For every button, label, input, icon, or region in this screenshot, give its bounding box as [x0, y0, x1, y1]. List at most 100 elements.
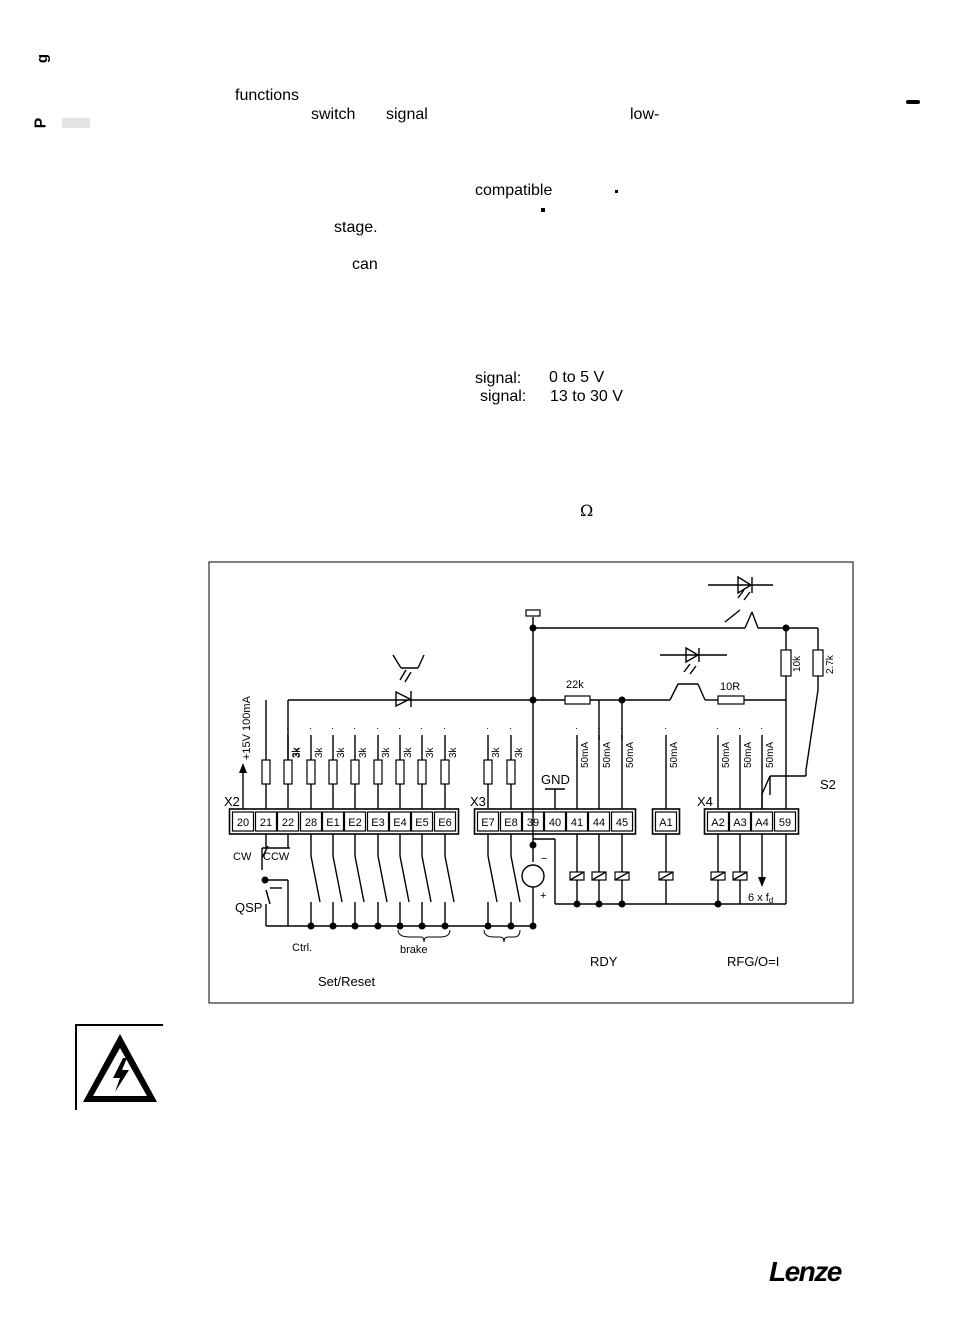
output-50ma-label: 50mA — [625, 742, 636, 768]
res-10k-label: 10k — [792, 655, 803, 672]
wire — [732, 871, 748, 881]
meter-minus-label: − — [541, 853, 547, 865]
terminal-label: E6 — [438, 817, 451, 829]
tick-mark: . — [443, 721, 446, 731]
junction-dot — [529, 841, 537, 849]
tick-mark: . — [309, 721, 312, 731]
brake-label: brake — [400, 944, 428, 956]
resistor-3k — [506, 759, 516, 785]
tick-mark: . — [331, 721, 334, 731]
supply-arrow — [239, 763, 247, 773]
junction-dot — [529, 922, 537, 930]
brake-brace — [397, 929, 451, 943]
opto-mid-diode-icon — [685, 646, 700, 664]
input-switch-icon — [332, 855, 343, 903]
wire — [404, 671, 412, 683]
cw-label: CW — [233, 851, 252, 863]
terminal-label: E1 — [326, 817, 339, 829]
terminal-E6 — [433, 811, 457, 832]
resistor-3k — [306, 759, 316, 785]
resistor-3k-label: 3k — [314, 746, 325, 758]
input-switch-icon — [444, 855, 455, 903]
resistor-3k-label: 3k — [292, 746, 303, 758]
wire — [399, 669, 407, 681]
resistor-3k-label: 3k — [403, 746, 414, 758]
opto-transistor — [392, 654, 402, 669]
text-signal-low-label: signal: — [475, 370, 522, 387]
input-switch-icon — [310, 855, 321, 903]
terminal-label: 40 — [549, 817, 561, 829]
terminal-label: 41 — [571, 817, 583, 829]
input-switch-icon — [510, 855, 521, 903]
resistor-3k-label: 3k — [425, 746, 436, 758]
terminal-label: A2 — [711, 817, 724, 829]
text-compatible: compatible — [475, 182, 553, 199]
wire — [569, 871, 585, 881]
high-voltage-warning-icon — [83, 1034, 157, 1102]
wire — [614, 871, 630, 881]
switch-s2 — [805, 689, 819, 771]
supply-label: +15V 100mA — [241, 695, 253, 760]
resistor-2-7k — [812, 649, 824, 677]
input-switch-icon — [377, 855, 388, 903]
freq-output-arrow — [758, 877, 766, 887]
terminal-E1 — [321, 811, 345, 832]
terminal-label: E5 — [415, 817, 428, 829]
meter-plus-label: + — [540, 890, 546, 902]
resistor-3k — [328, 759, 338, 785]
tick-mark: . — [509, 721, 512, 731]
terminal-label: E2 — [348, 817, 361, 829]
res-10r-label: 10R — [720, 681, 740, 693]
res-2-7k-label: 2.7k — [825, 654, 836, 674]
opto-top-diode-icon — [737, 575, 753, 595]
terminal-label: 21 — [260, 817, 272, 829]
diagram-frame — [208, 561, 854, 1004]
wire — [417, 654, 425, 669]
terminal-A1 — [654, 811, 678, 832]
warning-box — [75, 1024, 163, 1110]
text-low: low- — [630, 106, 660, 123]
terminal-label: E3 — [371, 817, 384, 829]
terminal-E2 — [343, 811, 367, 832]
terminal-22 — [276, 811, 300, 832]
junction-dot — [714, 900, 722, 908]
terminal-label: E4 — [393, 817, 406, 829]
s2-label: S2 — [820, 777, 836, 792]
junction-dot — [441, 922, 449, 930]
freq-output-label: 6 x fd — [748, 892, 773, 905]
x3-label: X3 — [470, 794, 486, 809]
junction-dot — [618, 900, 626, 908]
output-50ma-label: 50mA — [580, 742, 591, 768]
terminal-label: A1 — [659, 817, 672, 829]
junction-dot — [396, 922, 404, 930]
terminal-E4 — [388, 811, 412, 832]
terminal-label: 22 — [282, 817, 294, 829]
tick-mark: . — [716, 721, 719, 731]
output-50ma-label: 50mA — [602, 742, 613, 768]
resistor-3k-label: 3k — [491, 746, 502, 758]
terminal-label: 28 — [305, 817, 317, 829]
junction-dot — [329, 922, 337, 930]
resistor-3k-label: 3k — [336, 746, 347, 758]
resistor-3k — [483, 759, 493, 785]
resistor-3k-label: 3k — [291, 746, 302, 758]
junction-dot — [374, 922, 382, 930]
terminal-label: 44 — [593, 817, 605, 829]
terminal-label: A3 — [733, 817, 746, 829]
tick-mark: . — [664, 721, 667, 731]
input-switch-icon — [487, 855, 498, 903]
junction-dot — [595, 900, 603, 908]
wire — [683, 663, 691, 673]
wire — [751, 611, 759, 629]
tick-mark: . — [420, 721, 423, 731]
terminal-label: E8 — [504, 817, 517, 829]
resistor-3k — [417, 759, 427, 785]
input-switch-icon — [399, 855, 410, 903]
terminal-label: E7 — [481, 817, 494, 829]
wire — [669, 683, 679, 701]
margin-scan-mark — [62, 118, 90, 128]
x2-block-outline — [228, 808, 460, 835]
ctrl-label: Ctrl. — [292, 942, 312, 954]
x4-label: X4 — [697, 794, 713, 809]
text-omega: Ω — [580, 501, 594, 520]
